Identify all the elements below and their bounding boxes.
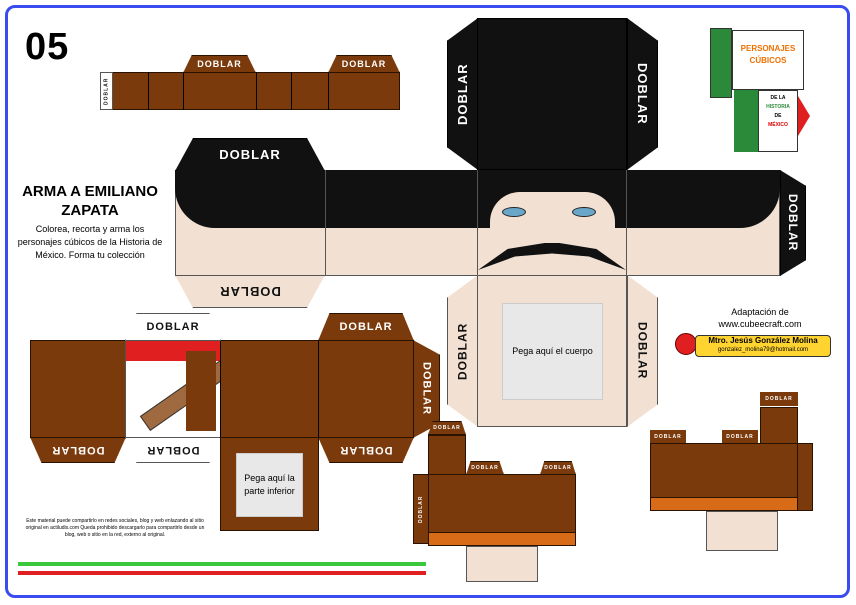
fold-label: DOBLAR [51,444,105,456]
logo-line: HISTORIA [766,104,790,110]
fold-label: DOBLAR [471,465,499,471]
fold-label: DOBLAR [722,430,758,443]
fold-label: DOBLAR [219,284,281,299]
logo-line: DE LA [770,95,786,101]
author-email: gonzalez_molina79@hotmail.com [717,347,809,353]
fold-label: DOBLAR [455,322,470,380]
subtitle: Colorea, recorta y arma los personajes c… [17,224,163,260]
fold-label: DOBLAR [455,63,470,125]
fold-label: DOBLAR [146,444,200,456]
logo: PERSONAJES CÚBICOS DE LA HISTORIA DE MÉXICO [710,28,810,153]
credits-adaptation: Adaptación de [731,307,789,317]
credits: Adaptación de www.cubeecraft.com [680,306,840,330]
logo-line: DE [774,113,782,119]
green-stripe [18,562,426,566]
logo-line: PERSONAJES [740,44,796,53]
fold-label: DOBLAR [197,59,242,69]
fold-label: DOBLAR [339,444,393,456]
title: ARMA A EMILIANO ZAPATA [22,183,158,219]
fold-label: DOBLAR [650,430,686,443]
glue-bottom-area: Pega aquí la parte inferior [236,453,303,517]
disclaimer: Este material puede compartirlo en redes… [25,518,205,538]
glue-body-area: Pega aquí el cuerpo [502,303,603,400]
fold-label: DOBLAR [760,392,798,406]
red-stripe [18,571,426,575]
fold-label: DOBLAR [786,194,800,252]
instructions: ARMA A EMILIANO ZAPATA Colorea, recorta … [15,182,165,262]
logo-red-arm [798,96,810,136]
fold-label: DOBLAR [418,495,424,523]
fold-label: DOBLAR [146,321,200,333]
credits-site: www.cubeecraft.com [718,319,802,329]
author-name: Mtro. Jesús González Molina [708,336,818,345]
logo-line: MÉXICO [768,122,788,128]
fold-label: DOBLAR [635,63,650,125]
fold-label: DOBLAR [635,322,650,380]
sheet-number: 05 [25,26,70,68]
fold-label: DOBLAR [420,362,433,416]
fold-label: DOBLAR [433,425,461,431]
fold-label: DOBLAR [103,77,110,105]
fold-label: DOBLAR [219,147,281,162]
fold-label: DOBLAR [339,321,393,333]
fold-label: DOBLAR [544,465,572,471]
logo-line: CÚBICOS [749,56,787,65]
page-border [5,5,850,598]
fold-label: DOBLAR [341,59,387,69]
apple-icon [675,333,697,355]
author-badge: Mtro. Jesús González Molina gonzalez_mol… [695,335,831,357]
